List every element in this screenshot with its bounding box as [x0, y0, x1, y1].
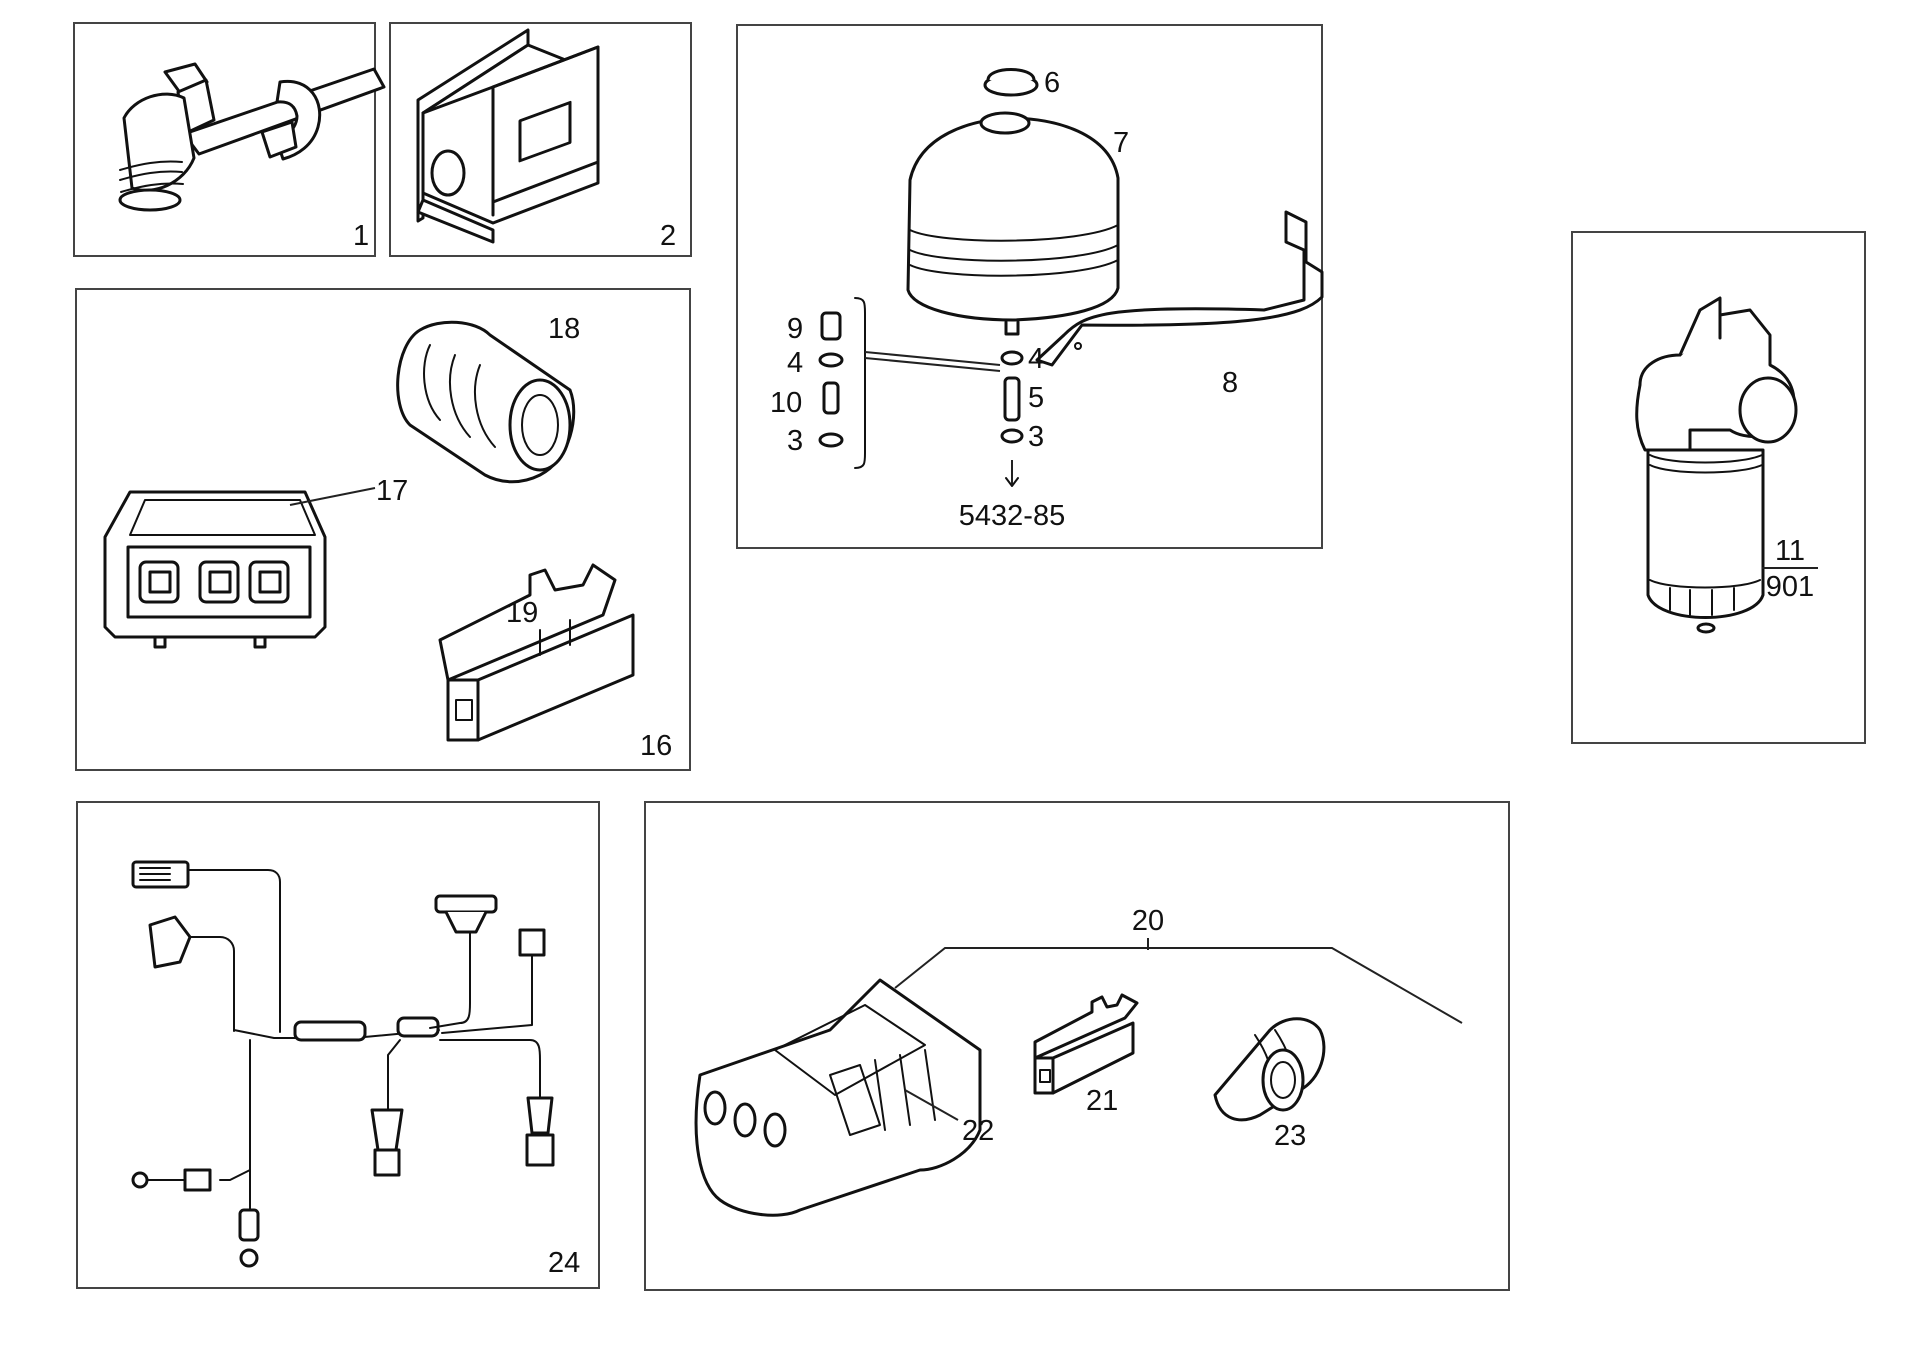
label-16: 16	[640, 730, 672, 762]
label-7: 7	[1113, 127, 1129, 159]
reference-5432-85: 5432-85	[959, 500, 1065, 532]
label-17: 17	[376, 475, 408, 507]
label-19: 19	[506, 597, 538, 629]
panel-connector-20: 20 22 21 23	[644, 801, 1510, 1291]
hose-elbow-drawing	[118, 62, 386, 212]
label-901: 901	[1766, 571, 1814, 603]
label-9: 9	[787, 313, 803, 345]
label-5: 5	[1028, 382, 1044, 414]
panel-filter-11: 11 901	[1571, 231, 1866, 744]
tank-7	[906, 111, 1120, 336]
terminal-19	[438, 563, 635, 742]
panel-harness-24: 24	[76, 801, 600, 1289]
label-11-901: 11 901	[1762, 535, 1818, 603]
label-22: 22	[962, 1115, 994, 1147]
label-24: 24	[548, 1247, 580, 1279]
label-11: 11	[1775, 535, 1805, 567]
panel-part-1: 1	[73, 22, 386, 257]
filter-drawing	[1635, 296, 1798, 634]
label-4-left: 4	[787, 347, 803, 379]
cap-6	[983, 68, 1039, 97]
label-6: 6	[1044, 67, 1060, 99]
control-box-drawing	[416, 28, 600, 244]
panel-expansion-tank: 6 7 8 4 5 3 9 4 10 3 5432-85	[736, 24, 1324, 549]
label-8: 8	[1222, 367, 1238, 399]
connector-20-leader	[894, 938, 1463, 1024]
connector-22	[694, 978, 982, 1217]
wiring-harness-drawing	[131, 860, 555, 1268]
label-10: 10	[770, 387, 802, 419]
label-3-right: 3	[1028, 421, 1044, 453]
panel-part-2: 2	[389, 22, 692, 257]
label-21: 21	[1086, 1085, 1118, 1117]
terminal-21	[1033, 993, 1139, 1095]
seal-18	[396, 320, 576, 484]
fitting-stack-left	[818, 297, 1001, 469]
label-20: 20	[1132, 905, 1164, 937]
label-18: 18	[548, 313, 580, 345]
connector-17	[103, 487, 376, 649]
bracket-8	[1035, 210, 1324, 367]
label-3-left: 3	[787, 425, 803, 457]
label-4-right: 4	[1028, 343, 1044, 375]
label-1: 1	[353, 220, 369, 252]
seal-23	[1213, 1017, 1326, 1122]
fitting-stack-right	[1000, 350, 1024, 487]
panel-connector-16: 18 17 19 16	[75, 288, 691, 771]
label-23: 23	[1274, 1120, 1306, 1152]
label-2: 2	[660, 220, 676, 252]
